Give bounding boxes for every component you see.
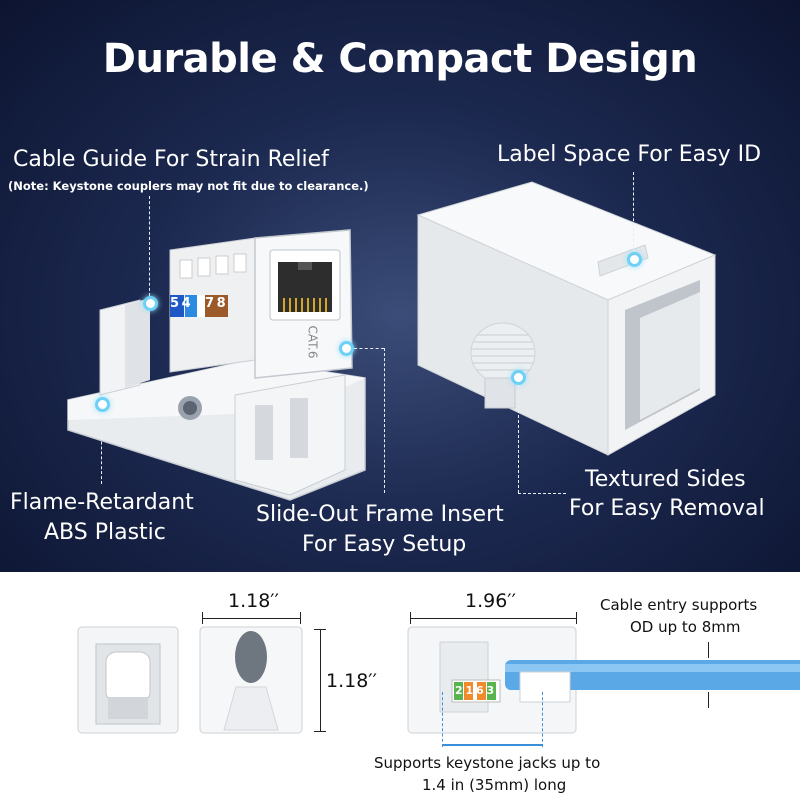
keystone-length-arrow [442, 744, 542, 746]
dimension-length-arrow [410, 618, 576, 619]
callout-flame-retardant-line2: ABS Plastic [44, 520, 166, 545]
dimension-width-tick-left [202, 612, 203, 624]
marker-flame-retardant [95, 397, 110, 412]
dimensions-panel: 2 1 6 3 1.18′′ 1.18′′ 1.96′′ Cable entry… [0, 572, 800, 800]
dimension-height-label: 1.18′′ [326, 670, 377, 692]
note-keystone-line1: Supports keystone jacks up to [374, 754, 601, 772]
marker-slide-out-frame [339, 341, 354, 356]
leader-line-slide-out-v [384, 348, 385, 493]
marker-label-space [627, 252, 642, 267]
dimension-height-tick-bottom [314, 731, 326, 732]
callout-slide-out-line2: For Easy Setup [302, 532, 467, 557]
keystone-length-tick-right [542, 692, 543, 747]
dimension-length-tick-left [410, 612, 411, 624]
dimension-width-arrow [202, 618, 300, 619]
page-title: Durable & Compact Design [102, 36, 698, 82]
leader-line-textured-v [518, 385, 519, 493]
callout-cable-guide-note: (Note: Keystone couplers may not fit due… [8, 179, 369, 193]
leader-line-cable-guide [149, 196, 150, 296]
leader-line-slide-out-h [354, 348, 384, 349]
callout-cable-guide: Cable Guide For Strain Relief [13, 147, 329, 172]
open-box-with-jack-illustration [67, 229, 366, 501]
callout-slide-out-line1: Slide-Out Frame Insert [256, 502, 504, 527]
front-view-closed-illustration [199, 626, 303, 734]
leader-line-flame-retardant [101, 412, 102, 484]
side-view-illustration [407, 626, 800, 734]
marker-textured-sides [511, 370, 526, 385]
dimension-height-tick-top [314, 629, 326, 630]
dimension-height-arrow [320, 629, 321, 731]
marker-cable-guide [143, 296, 158, 311]
side-pin-labels: 2 1 6 3 [455, 684, 494, 697]
callout-flame-retardant-line1: Flame-Retardant [10, 490, 194, 515]
cable-od-arrow-top [708, 642, 709, 658]
dimension-length-tick-right [576, 612, 577, 624]
callout-textured-line1: Textured Sides [585, 467, 746, 492]
dimension-width-tick-right [300, 612, 301, 624]
dimension-length-label: 1.96′′ [465, 590, 516, 612]
note-cable-entry-line1: Cable entry supports [600, 596, 758, 614]
keystone-length-tick-left [442, 692, 443, 747]
jack-pin-labels-right: 7 8 [205, 296, 226, 311]
callout-textured-line2: For Easy Removal [569, 496, 765, 521]
leader-line-textured-h [518, 493, 566, 494]
dimension-width-label: 1.18′′ [228, 590, 279, 612]
cable-od-arrow-bottom [708, 692, 709, 708]
note-keystone-line2: 1.4 in (35mm) long [422, 776, 567, 794]
hero-panel: Durable & Compact Design [0, 0, 800, 572]
note-cable-entry-line2: OD up to 8mm [630, 618, 741, 636]
leader-line-label-space [633, 172, 634, 252]
jack-pin-labels-left: 5 4 [170, 296, 191, 311]
front-view-open-illustration [77, 626, 179, 734]
callout-label-space: Label Space For Easy ID [497, 142, 762, 167]
closed-box-illustration [416, 181, 717, 456]
